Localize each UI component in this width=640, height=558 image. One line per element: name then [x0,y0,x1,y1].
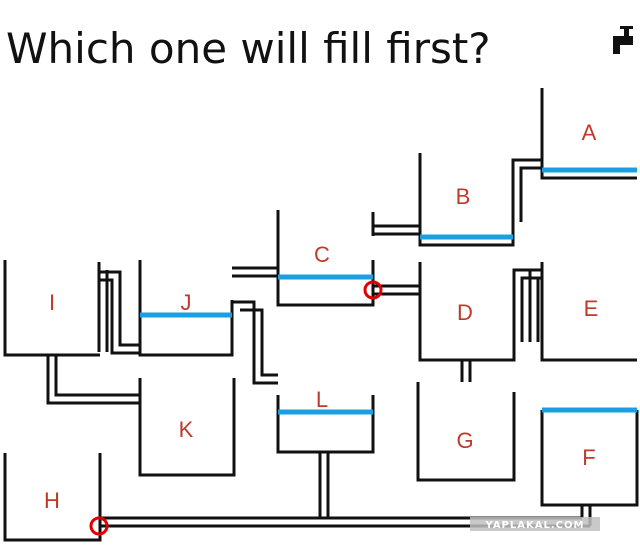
tank-label-b: B [456,184,471,209]
tank-b [418,153,515,247]
tank-j [138,260,234,357]
tank-label-c: C [314,242,330,267]
tank-e [540,262,637,362]
tank-h [3,453,102,542]
pipe-network [46,158,592,528]
tank-k [138,378,236,477]
tank-g [416,382,516,482]
tank-label-h: H [44,488,60,513]
tank-f [540,410,639,507]
tank-i [3,260,100,357]
faucet-icon [613,26,633,54]
tank-label-g: G [456,428,473,453]
tank-label-k: K [179,417,194,442]
water-levels [140,167,637,415]
tank-a [540,88,637,180]
tank-d [418,262,516,362]
question-title: Which one will fill first? [6,24,491,73]
blocked-marker-c-d [363,280,383,300]
blocked-marker-h [89,516,109,536]
tank-label-e: E [584,296,599,321]
tank-label-i: I [49,290,55,315]
tank-label-l: L [316,387,328,412]
tank-label-a: A [582,120,597,145]
blocked-pipe-markers [89,280,383,536]
tank-label-d: D [457,300,473,325]
tank-label-f: F [582,445,595,470]
tank-l [276,395,375,454]
tank-label-j: J [181,290,192,315]
watermark-text: YAPLAKAL.COM [485,520,585,531]
tank-walls [3,88,639,542]
watermark: YAPLAKAL.COM [470,517,600,531]
